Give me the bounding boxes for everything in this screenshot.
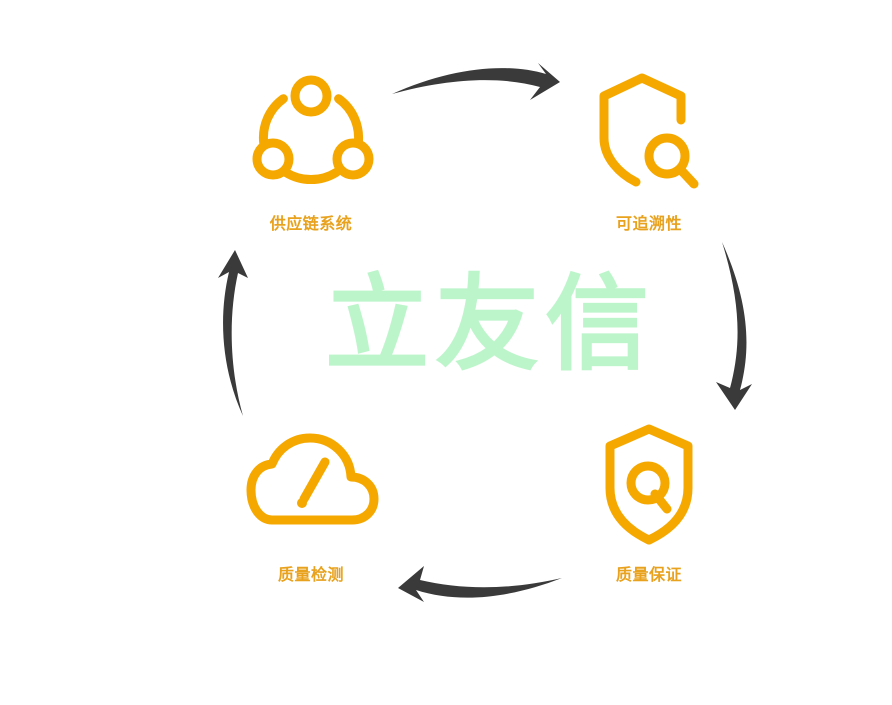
arrow-trace-to-assurance xyxy=(716,242,752,410)
shield-search-icon xyxy=(599,73,699,189)
node-label-traceability: 可追溯性 xyxy=(615,214,682,233)
share-network-icon xyxy=(252,75,374,185)
arrow-inspection-to-supply xyxy=(218,250,248,416)
node-label-supply-chain: 供应链系统 xyxy=(269,214,353,233)
arrow-assurance-to-inspection xyxy=(398,566,562,602)
node-label-quality-assurance: 质量保证 xyxy=(615,565,682,584)
arrow-supply-to-trace xyxy=(392,63,560,100)
shield-q-icon xyxy=(605,424,693,545)
cloud-gauge-icon xyxy=(246,433,379,525)
node-label-quality-inspection: 质量检测 xyxy=(277,565,344,584)
brand-watermark: 立友信 xyxy=(324,263,655,385)
